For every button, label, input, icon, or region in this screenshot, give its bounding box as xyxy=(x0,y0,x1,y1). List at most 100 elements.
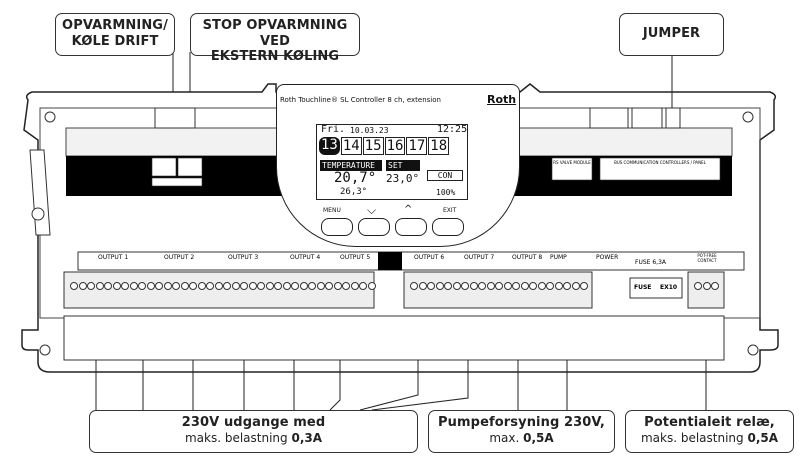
fuse-label: FUSE 6,3A xyxy=(635,259,666,266)
terminal-screw xyxy=(436,282,444,290)
terminal-screw xyxy=(478,282,486,290)
terminal-screw xyxy=(487,282,495,290)
terminal-screw xyxy=(249,282,257,290)
lcd-time: 12:25 xyxy=(437,124,467,135)
callout-stop-heating-line-1: STOP OPVARMNING VED xyxy=(191,18,359,49)
callout-heat-cool-line-1: OPVARMNING/ xyxy=(56,18,174,34)
lcd-set-temp: 23,0° xyxy=(386,172,419,185)
terminal-screw xyxy=(351,282,359,290)
callout-heat-cool-line-2: KØLE DRIFT xyxy=(56,34,174,50)
output-5-label: OUTPUT 5 xyxy=(340,254,370,261)
terminal-screw xyxy=(563,282,571,290)
callout-relay-prefix: maks. belastning xyxy=(641,431,748,445)
exit-button[interactable] xyxy=(432,218,464,236)
output-2-label: OUTPUT 2 xyxy=(164,254,194,261)
callout-pump: Pumpeforsyning 230V, max. 0,5A xyxy=(428,410,615,453)
terminal-screw xyxy=(580,282,588,290)
rs-valve-label: RS VALVE MODULE xyxy=(553,160,591,165)
callout-pump-title: Pumpeforsyning 230V, xyxy=(429,415,614,431)
terminal-screw xyxy=(444,282,452,290)
terminal-screw xyxy=(572,282,580,290)
terminal-screw xyxy=(317,282,325,290)
lcd-day-15: 15 xyxy=(363,137,384,155)
terminal-screw xyxy=(87,282,95,290)
lcd-date: 10.03.23 xyxy=(350,126,389,135)
callout-stop-heating-line-2: EKSTERN KØLING xyxy=(191,49,359,65)
terminal-screw xyxy=(79,282,87,290)
terminal-screw xyxy=(504,282,512,290)
callout-outputs-title: 230V udgange med xyxy=(90,415,417,431)
lcd-day-17: 17 xyxy=(406,137,427,155)
terminal-screw xyxy=(453,282,461,290)
model-label: Roth Touchline® SL Controller 8 ch, exte… xyxy=(280,96,441,104)
fuse-cover-label: FUSE xyxy=(634,284,651,291)
output-7-label: OUTPUT 7 xyxy=(464,254,494,261)
output-8-label: OUTPUT 8 xyxy=(512,254,542,261)
terminal-screw xyxy=(410,282,418,290)
relay-label: POT-FREE CONTACT xyxy=(692,253,722,263)
terminal-screw xyxy=(130,282,138,290)
callout-jumper: JUMPER xyxy=(619,13,724,56)
terminal-screw xyxy=(711,282,719,290)
terminal-screw xyxy=(164,282,172,290)
output-6-label: OUTPUT 6 xyxy=(414,254,444,261)
callout-jumper-text: JUMPER xyxy=(620,26,723,42)
output-3-label: OUTPUT 3 xyxy=(228,254,258,261)
terminal-screw xyxy=(325,282,333,290)
terminal-screw xyxy=(121,282,129,290)
callout-outputs: 230V udgange med maks. belastning 0,3A xyxy=(89,410,418,453)
menu-button[interactable] xyxy=(321,218,353,236)
terminal-screw xyxy=(172,282,180,290)
terminal-screw xyxy=(206,282,214,290)
terminal-screw xyxy=(283,282,291,290)
terminal-screw xyxy=(368,282,376,290)
lcd-day-18: 18 xyxy=(428,137,449,155)
lcd-day-16: 16 xyxy=(385,137,406,155)
terminal-screw xyxy=(334,282,342,290)
lcd-day: Fri. xyxy=(321,124,345,135)
terminal-screw xyxy=(198,282,206,290)
callout-relay-title: Potentialeit relæ, xyxy=(626,415,793,431)
down-button[interactable] xyxy=(358,218,390,236)
terminal-screw xyxy=(694,282,702,290)
terminal-screw xyxy=(291,282,299,290)
terminal-screw xyxy=(70,282,78,290)
lcd-day-14: 14 xyxy=(341,137,362,155)
callout-pump-prefix: max. xyxy=(489,431,523,445)
callout-pump-value: 0,5A xyxy=(523,431,554,445)
terminal-screw xyxy=(359,282,367,290)
terminal-screw xyxy=(266,282,274,290)
callout-outputs-prefix: maks. belastning xyxy=(185,431,292,445)
lcd-set-label: SET xyxy=(386,160,420,171)
terminal-screw xyxy=(240,282,248,290)
callout-outputs-value: 0,3A xyxy=(291,431,322,445)
terminal-screw xyxy=(470,282,478,290)
terminal-screw xyxy=(555,282,563,290)
terminal-screw xyxy=(538,282,546,290)
lcd-day-strip: 13 14 15 16 17 18 xyxy=(319,137,465,155)
callout-outputs-load: maks. belastning 0,3A xyxy=(90,431,417,445)
callout-stop-heating: STOP OPVARMNING VED EKSTERN KØLING xyxy=(190,13,360,56)
callout-pump-load: max. 0,5A xyxy=(429,431,614,445)
terminal-screw xyxy=(104,282,112,290)
terminal-screw xyxy=(521,282,529,290)
callout-relay-value: 0,5A xyxy=(747,431,778,445)
terminal-screw xyxy=(546,282,554,290)
terminal-screw xyxy=(257,282,265,290)
terminal-screw xyxy=(138,282,146,290)
terminal-screw xyxy=(308,282,316,290)
lcd-temp: 20,7° xyxy=(334,170,376,186)
terminal-screw xyxy=(342,282,350,290)
bus-comm-label: BUS COMMUNICATION CONTROLLERS / PANEL xyxy=(603,160,717,165)
lcd-day-13: 13 xyxy=(319,137,340,155)
terminal-screw xyxy=(189,282,197,290)
terminal-screw xyxy=(155,282,163,290)
terminal-screw xyxy=(223,282,231,290)
up-button[interactable] xyxy=(395,218,427,236)
callout-heat-cool-mode: OPVARMNING/ KØLE DRIFT xyxy=(55,13,175,56)
callout-relay-load: maks. belastning 0,5A xyxy=(626,431,793,445)
lcd-battery: 100% xyxy=(436,188,455,197)
output-1-label: OUTPUT 1 xyxy=(98,254,128,261)
terminal-screw xyxy=(703,282,711,290)
terminal-screw xyxy=(274,282,282,290)
